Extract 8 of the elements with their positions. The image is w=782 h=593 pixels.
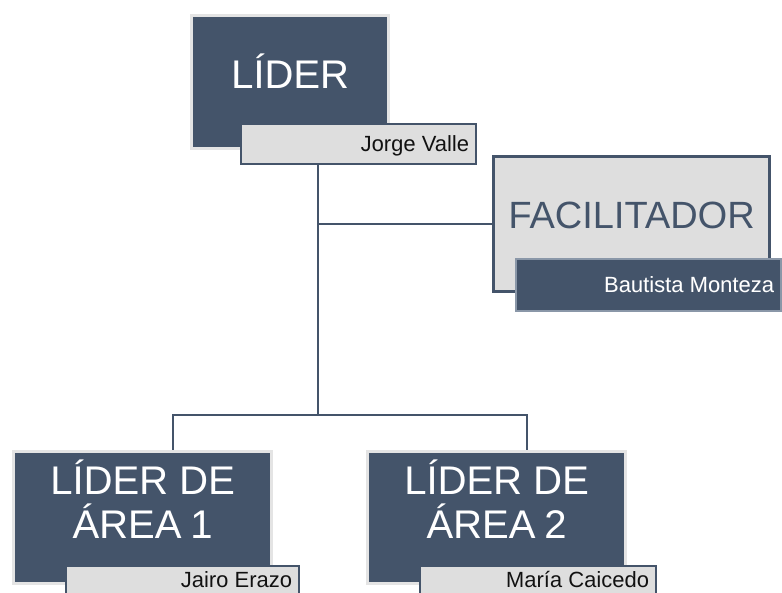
role-title: LÍDER DE ÁREA 1 [49, 459, 236, 547]
person-name-label: Bautista Monteza [515, 258, 782, 312]
role-title: LÍDER DE ÁREA 2 [403, 459, 590, 547]
role-title: FACILITADOR [508, 196, 755, 238]
person-name-label: Jairo Erazo [65, 565, 300, 593]
role-title: LÍDER [231, 53, 349, 97]
person-name-label: Jorge Valle [240, 123, 477, 165]
person-name-label: María Caicedo [419, 565, 657, 593]
